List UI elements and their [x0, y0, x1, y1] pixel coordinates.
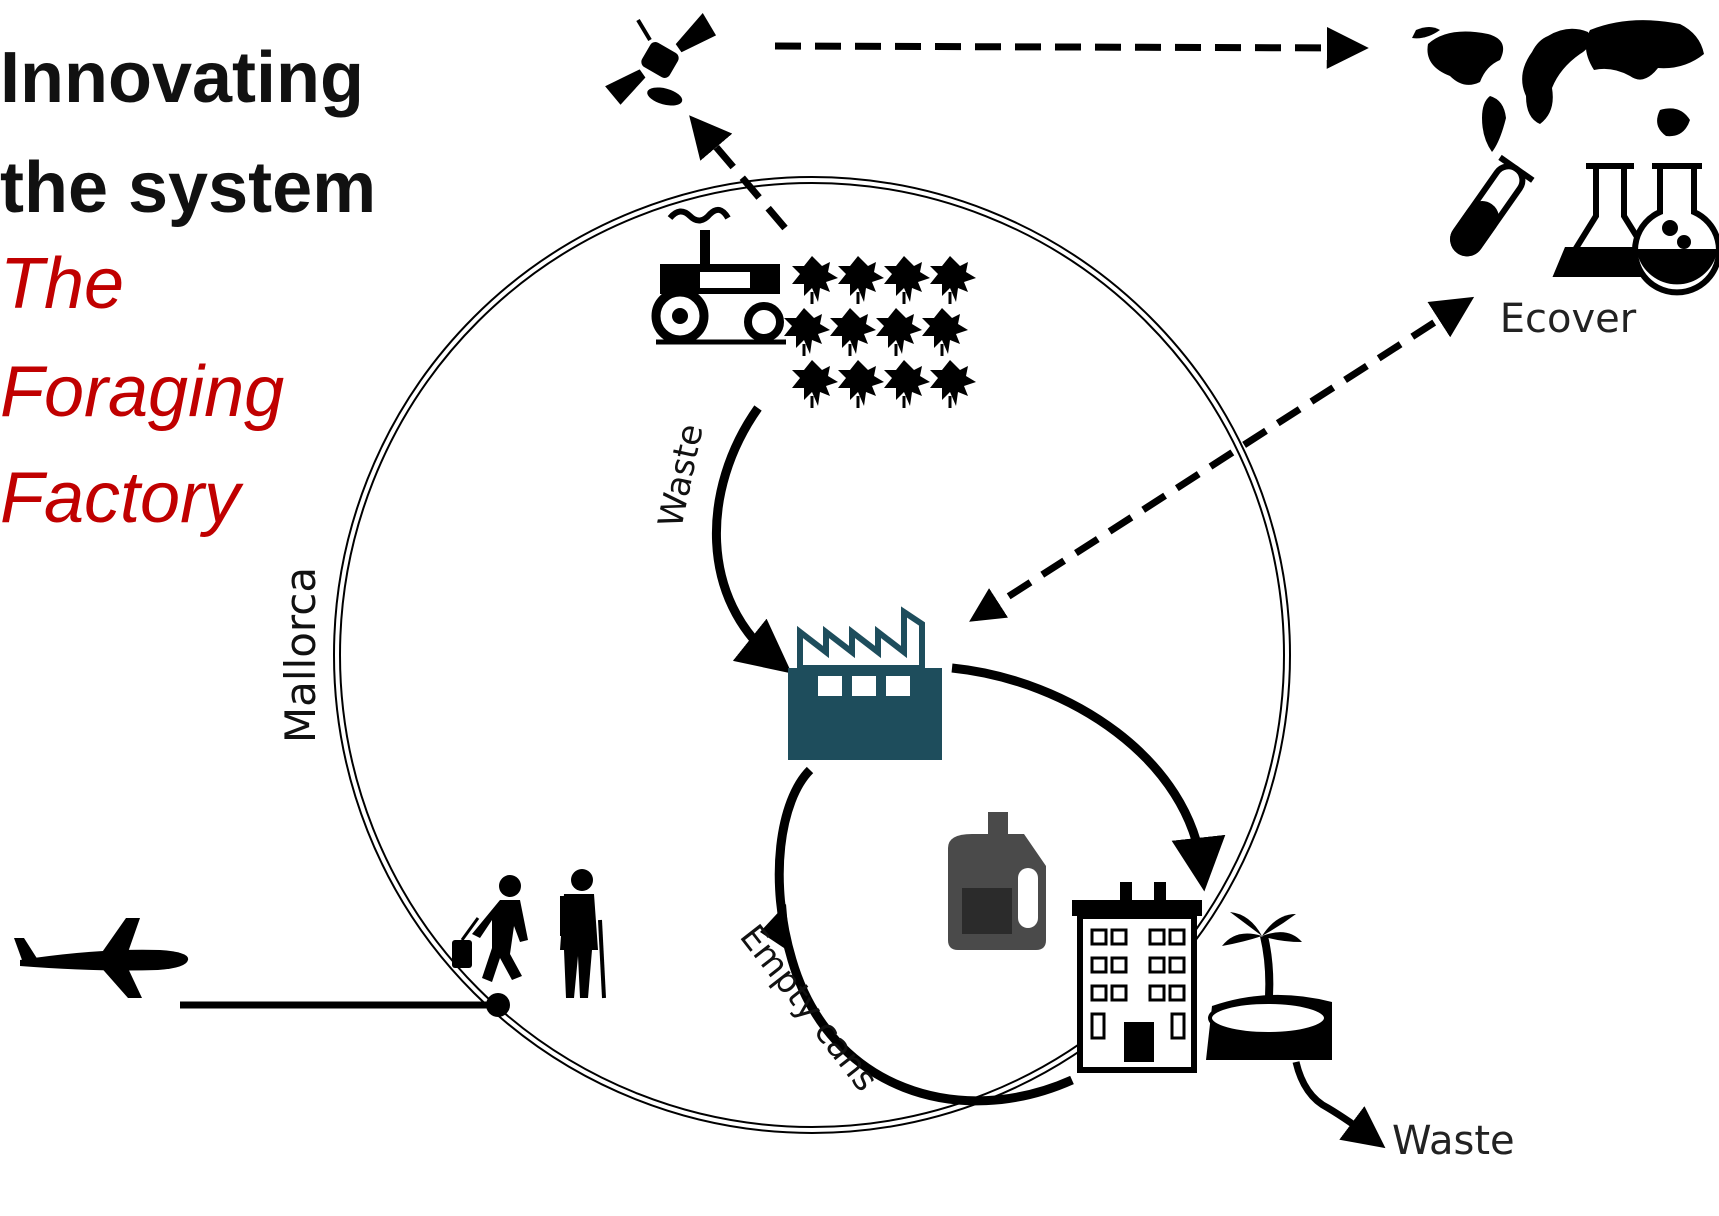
crop-plant: [838, 360, 884, 408]
palm-island-icon: [1206, 912, 1332, 1060]
waste-arrow-farm: [712, 405, 792, 674]
airplane-icon: [14, 918, 189, 998]
highlight-line-1: The: [0, 244, 125, 324]
farm-to-satellite-arrow: [689, 115, 788, 231]
factory-to-hotel-arrow: [951, 663, 1226, 892]
crop-plant: [884, 256, 930, 304]
waste-out-arrow: [1292, 1061, 1386, 1149]
partner-label: Ecover: [1500, 296, 1637, 342]
island-boundary-outer: [333, 176, 1291, 1134]
empty-cans-label: Empty cans: [732, 917, 886, 1099]
crop-plant: [784, 308, 830, 356]
world-map-icon: [1412, 20, 1704, 152]
crop-plant: [830, 308, 876, 356]
waste-out-label: Waste: [1392, 1118, 1515, 1164]
crop-plant: [930, 256, 976, 304]
title-line-1: Innovating: [0, 38, 364, 118]
tourists-icon: [452, 869, 606, 999]
lab-glassware-icon: [1450, 154, 1719, 296]
crop-field-icon: [784, 256, 976, 408]
tractor-icon: [651, 206, 786, 345]
hotel-icon: [1072, 882, 1202, 1073]
crop-plant: [838, 256, 884, 304]
crop-plant: [884, 360, 930, 408]
island-boundary-inner: [339, 182, 1285, 1128]
detergent-bottle-icon: [948, 812, 1046, 950]
satellite-icon: [605, 12, 717, 106]
crop-plant: [876, 308, 922, 356]
crop-plant: [930, 360, 976, 408]
waste-label-farm: Waste: [651, 421, 712, 531]
highlight-line-3: Factory: [0, 458, 241, 538]
crop-plant: [922, 308, 968, 356]
empty-cans-arrow: [774, 766, 1074, 1106]
factory-ecover-arrow: [969, 296, 1475, 622]
region-label: Mallorca: [276, 567, 325, 743]
crop-plant: [792, 256, 838, 304]
highlight-line-2: Foraging: [0, 352, 285, 432]
crop-plant: [792, 360, 838, 408]
arrival-connector-dot: [486, 993, 510, 1017]
empty-cans-arrowhead: [760, 904, 790, 952]
title-line-2: the system: [0, 148, 377, 228]
satellite-to-world-arrow: [774, 26, 1369, 69]
factory-icon: [788, 606, 942, 760]
